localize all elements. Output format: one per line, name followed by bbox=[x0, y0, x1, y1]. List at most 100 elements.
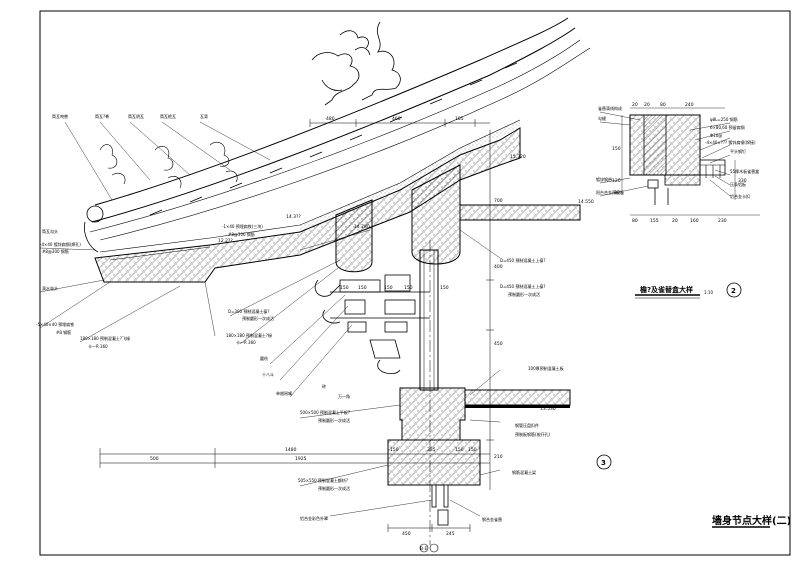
label-top-0: 筒瓦吻兽 bbox=[52, 113, 68, 119]
dim-low-2: 150 bbox=[468, 447, 477, 453]
sheet-frame bbox=[39, 10, 791, 556]
d2-left-dim-0: 150 bbox=[612, 146, 621, 152]
dim-beam-0: 150 bbox=[340, 285, 349, 291]
label-mid-11: 500×500 预制混凝土平板? bbox=[300, 409, 350, 415]
d2-label-3: 6×80,60 预留扁钢 bbox=[710, 124, 745, 130]
dim-left-1: 1480 bbox=[285, 447, 297, 453]
d2-label-4: Φ10@ bbox=[710, 133, 722, 138]
d2-right-dim: 330 bbox=[738, 178, 747, 184]
label-mid-13: 505×550 预制混凝土额枋? bbox=[298, 477, 348, 483]
dim-right-2: 450 bbox=[494, 341, 503, 347]
elevation-2: 14.780 bbox=[354, 224, 370, 230]
elevation-3: 13.530 bbox=[540, 406, 556, 412]
detail-marker-3 bbox=[596, 454, 612, 470]
d2-label-10: 压条铝板 bbox=[730, 181, 746, 187]
axis-label: B E bbox=[420, 546, 428, 552]
dim-top-0: 480 bbox=[326, 116, 335, 122]
d2-top-dim-1: 20 bbox=[644, 102, 650, 108]
bottom-anchors bbox=[431, 484, 449, 526]
dim-top-2: 105 bbox=[455, 116, 464, 122]
label-right-2: 100厚预制混凝土板 bbox=[528, 365, 564, 371]
label-top-1: 筒瓦?脊 bbox=[95, 113, 109, 119]
d2-bot-dim-2: 20 bbox=[672, 218, 678, 224]
dim-beam-4: 150 bbox=[440, 285, 449, 291]
lintel-500x500 bbox=[399, 387, 466, 441]
label-mid-8: 单翘昂嘴 bbox=[276, 390, 292, 396]
label-mid-15: 铝合金彩色外罩 bbox=[300, 515, 328, 521]
detail2-marker-text: 2 bbox=[731, 287, 736, 295]
d2-label-6: 平头钢钉 bbox=[730, 148, 746, 154]
detail2-eave-box bbox=[599, 107, 760, 299]
d2-label-1: 勾缝 bbox=[598, 115, 606, 121]
label-mid-3: 预制圆形一次成活 bbox=[242, 315, 274, 321]
label-right-0: D=450 预制混凝土上檩? bbox=[500, 283, 545, 289]
column-post bbox=[419, 249, 439, 391]
sheet-title: 墙身节点大样(二) bbox=[712, 514, 791, 527]
d2-left-dim-2: 30 bbox=[614, 190, 620, 196]
label-right-5: 钢筋混凝土梁 bbox=[512, 469, 536, 475]
elevation-4: 12.2?? bbox=[218, 238, 233, 244]
label-right-3: 钢管压盘扣件 bbox=[515, 422, 539, 428]
d2-label-7: 镀锌钢带 bbox=[596, 176, 612, 182]
label-bl-0: -5×40×40 预埋扁铁 bbox=[36, 321, 74, 327]
dim-top-1: 460 bbox=[392, 116, 401, 122]
dim-low-0: 150 bbox=[390, 447, 399, 453]
dim-right-1: 400 bbox=[494, 264, 503, 270]
elevation-5: 14.3?? bbox=[286, 214, 301, 220]
d2-label-2: φ8L=250 钢筋 bbox=[710, 116, 738, 122]
d2-label-8: 阳台合金预留板 bbox=[596, 189, 624, 195]
label-mid-7: 十八斗 bbox=[262, 371, 274, 377]
label-top-2: 筒瓦阴瓦 bbox=[128, 113, 144, 119]
elevation-0: 15.320 bbox=[510, 154, 526, 160]
d2-bot-dim-3: 160 bbox=[690, 218, 699, 224]
label-right-1: 预制圆形一次成活 bbox=[508, 291, 540, 297]
label-bl-3: 卡一R 360 bbox=[88, 343, 108, 349]
axis-bubble bbox=[419, 543, 429, 553]
label-left-2: #8@300 钢筋 bbox=[42, 248, 69, 254]
elevation-1: 14.550 bbox=[578, 199, 594, 205]
dim-bottom-1: 245 bbox=[446, 531, 455, 537]
d2-bot-dim-4: 230 bbox=[718, 218, 727, 224]
ridge-beast-ornament bbox=[311, 21, 401, 106]
d2-top-dim-2: 80 bbox=[660, 102, 666, 108]
label-left-0: 筒瓦勾头 bbox=[42, 228, 58, 234]
label-bl-1: #8 钢筋 bbox=[56, 329, 71, 335]
purlin-d300 bbox=[335, 199, 373, 273]
purlin-d450 bbox=[411, 164, 461, 265]
label-mid-6: 圆枋 bbox=[260, 355, 268, 361]
d2-label-11: 铝合金卡扣 bbox=[730, 193, 750, 199]
label-right-6: 钢合金雀替 bbox=[482, 516, 502, 522]
d2-label-5: -4×40×??? 镀锌扁钢(焊接) bbox=[705, 139, 756, 145]
label-mid-1: #8@300 钢筋 bbox=[228, 231, 255, 237]
label-right-4: 预制板钢筋(按开孔) bbox=[515, 431, 551, 437]
label-mid-10: 万一角 bbox=[338, 393, 350, 399]
label-top-3: 筒瓦檐瓦 bbox=[160, 113, 176, 119]
floor-slab-100 bbox=[464, 389, 571, 406]
dim-left-2: 1925 bbox=[295, 456, 307, 462]
d2-label-0: 雀替滴线构成 bbox=[598, 105, 622, 111]
dim-left-0: 500 bbox=[150, 456, 159, 462]
d2-bot-dim-1: 155 bbox=[650, 218, 659, 224]
label-right-extra: D=450 预制混凝土上檩? bbox=[500, 257, 545, 263]
dim-beam-1: 150 bbox=[358, 285, 367, 291]
d2-top-dim-3: 240 bbox=[685, 102, 694, 108]
label-mid-12: 预制圆形一次成活 bbox=[318, 417, 350, 423]
dimension-lines bbox=[99, 119, 494, 532]
d2-left-dim-1: 120 bbox=[612, 178, 621, 184]
detail2-title: 檐?及雀替盒大样 bbox=[640, 285, 693, 294]
dim-low-1: 150 bbox=[455, 447, 464, 453]
dim-right-0: 700 bbox=[494, 198, 503, 204]
detail3-marker-text: 3 bbox=[601, 459, 606, 467]
label-bl-2: 180×180 预制混凝土?飞椽 bbox=[80, 335, 130, 341]
label-mid-5: 卡一R 360 bbox=[236, 339, 256, 345]
label-mid-2: D=300 预制混凝土檩? bbox=[228, 308, 269, 314]
d2-top-dim-0: 20 bbox=[632, 102, 638, 108]
label-mid-9: 砖 bbox=[322, 383, 326, 389]
detail2-scale: 1:10 bbox=[704, 290, 713, 295]
d2-label-9: 55厚木板雀替盒 bbox=[730, 168, 759, 174]
dim-bottom-0: 450 bbox=[402, 531, 411, 537]
label-mid-0: -1×40 预埋扁铁(三块) bbox=[222, 223, 263, 229]
dim-left-3: 235 bbox=[427, 447, 436, 453]
dim-beam-3: 150 bbox=[404, 285, 413, 291]
